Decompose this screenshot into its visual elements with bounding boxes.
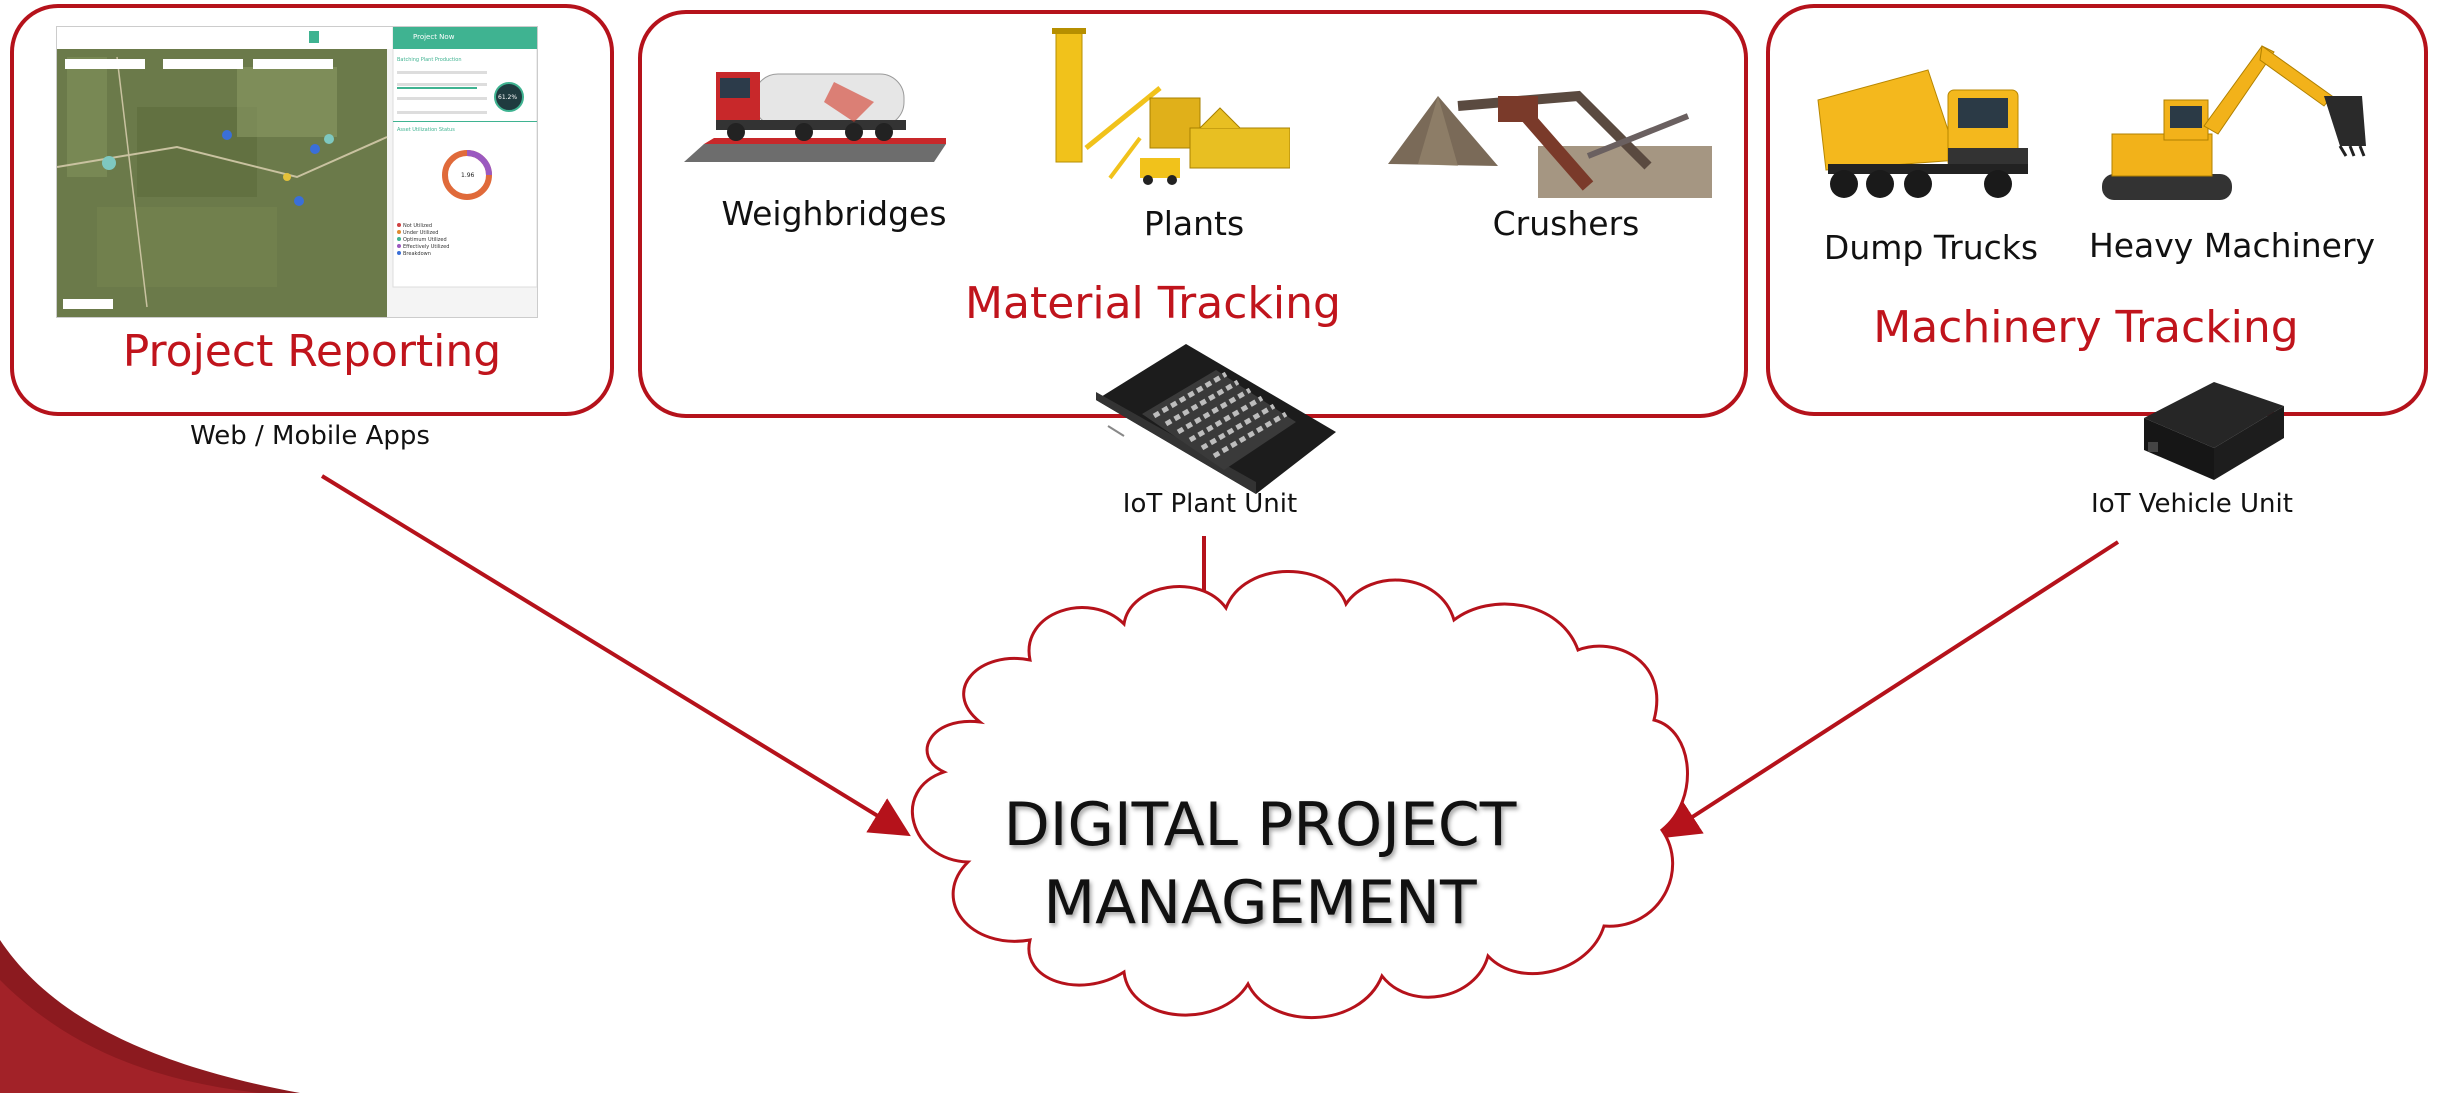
project-reporting-title: Project Reporting: [122, 326, 502, 377]
cloud-label-line-1: DIGITAL PROJECT: [1003, 790, 1517, 860]
app-section-title: Batching Plant Production: [397, 57, 461, 63]
app-legend-item: Optimum Utilized: [403, 237, 447, 243]
app-legend-item: Breakdown: [403, 251, 431, 257]
weighbridge-truck-image: [684, 72, 946, 162]
plants-label: Plants: [1143, 204, 1245, 243]
app-legend-item: Effectively Utilized: [403, 244, 449, 250]
cloud-shape: [911, 570, 1689, 1020]
web-mobile-apps-caption: Web / Mobile Apps: [190, 421, 430, 451]
web-app-screenshot-image: Project Now Batching Plant Production 61…: [56, 26, 538, 318]
batching-plant-image: [1052, 28, 1290, 185]
app-section-title: Asset Utilization Status: [397, 127, 455, 133]
iot-plant-unit-label: IoT Plant Unit: [1122, 489, 1298, 519]
excavator-image: [2102, 45, 2366, 200]
app-legend-item: Not Utilized: [403, 223, 432, 229]
cloud-label-line-2: MANAGEMENT: [1043, 868, 1477, 938]
heavy-machinery-label: Heavy Machinery: [2088, 226, 2376, 265]
app-legend-item: Under Utilized: [403, 230, 438, 236]
weighbridges-label: Weighbridges: [721, 194, 947, 233]
arrow-reporting-to-cloud: [320, 474, 911, 837]
cloud-label: DIGITAL PROJECT MANAGEMENT: [900, 786, 1620, 942]
iot-vehicle-unit-label: IoT Vehicle Unit: [2091, 489, 2293, 519]
dump-trucks-label: Dump Trucks: [1823, 228, 2039, 267]
corner-swoosh-decoration: [0, 940, 300, 1093]
material-tracking-title: Material Tracking: [965, 278, 1341, 329]
app-gauge-value: 61.2%: [498, 94, 517, 101]
arrow-vehicle-unit-to-cloud: [1659, 540, 2120, 839]
machinery-tracking-panel: [1766, 4, 2428, 416]
iot-plant-unit-image: [1096, 344, 1336, 494]
machinery-tracking-title: Machinery Tracking: [1873, 302, 2299, 353]
app-header-title: Project Now: [413, 33, 455, 41]
crushers-label: Crushers: [1492, 204, 1640, 243]
crusher-image: [1388, 90, 1712, 198]
dump-truck-image: [1817, 69, 2028, 198]
app-donut-center: 1.96: [461, 172, 475, 179]
iot-vehicle-unit-image: [2144, 382, 2284, 480]
